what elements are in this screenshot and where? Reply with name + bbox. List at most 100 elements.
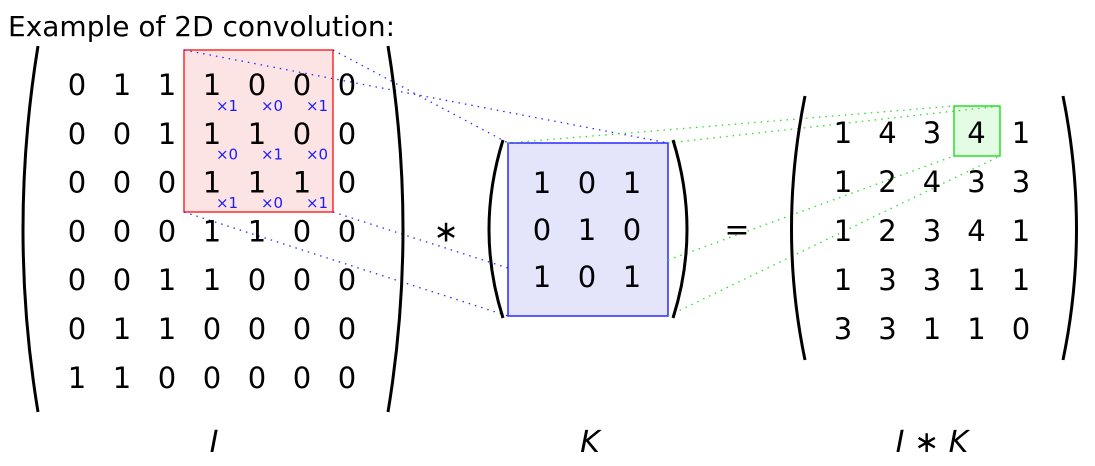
projection-lines-blue xyxy=(183,49,669,317)
multiplier-label: ×1 xyxy=(216,194,238,212)
convolve-operator: ∗ xyxy=(433,215,458,250)
input-cell: 0 xyxy=(68,117,86,151)
kernel-cell: 0 xyxy=(578,260,596,294)
input-cell: 0 xyxy=(293,263,311,297)
output-cell: 3 xyxy=(923,263,941,297)
input-cell: 1 xyxy=(203,166,221,200)
input-cell: 0 xyxy=(338,68,356,102)
input-cell: 0 xyxy=(338,166,356,200)
kernel-cell: 0 xyxy=(533,213,551,247)
input-cell: 0 xyxy=(338,214,356,248)
input-cell: 0 xyxy=(68,214,86,248)
input-cell: 1 xyxy=(203,117,221,151)
output-cell: 3 xyxy=(878,263,896,297)
input-cell: 1 xyxy=(248,214,266,248)
input-cell: 0 xyxy=(113,214,131,248)
output-cell: 3 xyxy=(967,165,985,199)
input-cell: 1 xyxy=(203,214,221,248)
kernel-multipliers: ×1×0×1×0×1×0×1×0×1 xyxy=(216,97,328,212)
input-cell: 1 xyxy=(203,263,221,297)
multiplier-label: ×0 xyxy=(261,194,283,212)
input-matrix-label: I xyxy=(210,425,219,460)
output-cell: 3 xyxy=(923,116,941,150)
output-cell: 1 xyxy=(834,116,852,150)
input-cell: 0 xyxy=(203,312,221,346)
input-cell: 1 xyxy=(203,68,221,102)
output-cell: 1 xyxy=(1012,263,1030,297)
multiplier-label: ×0 xyxy=(306,146,328,164)
kernel-cell: 0 xyxy=(578,166,596,200)
output-cell: 4 xyxy=(923,165,941,199)
input-cell: 0 xyxy=(293,117,311,151)
kernel-label: K xyxy=(580,425,602,460)
input-cell: 1 xyxy=(248,166,266,200)
output-cell: 3 xyxy=(923,214,941,248)
input-cell: 0 xyxy=(113,263,131,297)
kernel-cell: 1 xyxy=(533,260,551,294)
input-window-highlight xyxy=(183,49,334,213)
diagram-title: Example of 2D convolution: xyxy=(8,10,395,43)
multiplier-label: ×1 xyxy=(306,97,328,115)
input-cell: 0 xyxy=(203,361,221,395)
input-cell: 0 xyxy=(293,214,311,248)
kernel-right-paren xyxy=(671,139,689,319)
kernel-left-paren xyxy=(487,139,505,319)
output-cell: 2 xyxy=(878,165,896,199)
output-cell: 0 xyxy=(1012,312,1030,346)
input-cell: 0 xyxy=(68,263,86,297)
kernel-highlight xyxy=(507,142,669,317)
output-cell: 4 xyxy=(967,214,985,248)
kernel-cell: 1 xyxy=(578,213,596,247)
output-cell-highlight xyxy=(953,105,1001,157)
input-cell: 1 xyxy=(68,361,86,395)
input-cell: 1 xyxy=(158,263,176,297)
input-cell: 0 xyxy=(248,68,266,102)
input-cell: 1 xyxy=(158,312,176,346)
output-cell: 1 xyxy=(834,214,852,248)
output-cell: 1 xyxy=(834,165,852,199)
input-cell: 0 xyxy=(248,263,266,297)
input-right-paren xyxy=(386,45,405,413)
input-left-paren xyxy=(21,45,40,413)
multiplier-label: ×1 xyxy=(216,97,238,115)
output-matrix-label: I ∗ K xyxy=(896,425,971,460)
input-cell: 0 xyxy=(113,117,131,151)
input-cell: 0 xyxy=(293,312,311,346)
output-cell: 2 xyxy=(878,214,896,248)
output-cell: 1 xyxy=(1012,214,1030,248)
kernel-cell: 1 xyxy=(623,260,641,294)
output-cell: 4 xyxy=(967,116,985,150)
input-cell: 0 xyxy=(113,166,131,200)
projection-lines-green xyxy=(507,105,1001,317)
equals-operator: = xyxy=(724,213,749,248)
input-cell: 1 xyxy=(113,312,131,346)
input-cell: 0 xyxy=(338,361,356,395)
input-cell: 0 xyxy=(338,117,356,151)
output-cell: 1 xyxy=(923,312,941,346)
output-cell: 1 xyxy=(967,263,985,297)
output-cell: 1 xyxy=(967,312,985,346)
input-cell: 0 xyxy=(338,312,356,346)
input-cell: 0 xyxy=(158,166,176,200)
multiplier-label: ×1 xyxy=(261,146,283,164)
kernel-cell: 0 xyxy=(623,213,641,247)
input-cell: 1 xyxy=(158,117,176,151)
multiplier-label: ×0 xyxy=(261,97,283,115)
kernel-cell: 1 xyxy=(533,166,551,200)
output-right-paren xyxy=(1061,95,1078,361)
output-left-paren xyxy=(790,95,807,361)
input-cell: 0 xyxy=(68,312,86,346)
output-cell: 3 xyxy=(1012,165,1030,199)
input-cell: 0 xyxy=(338,263,356,297)
input-cell: 0 xyxy=(68,68,86,102)
kernel-cell: 1 xyxy=(623,166,641,200)
input-cell: 0 xyxy=(248,312,266,346)
output-cell: 3 xyxy=(878,312,896,346)
input-cell: 1 xyxy=(158,68,176,102)
input-cell: 1 xyxy=(113,361,131,395)
input-cell: 1 xyxy=(293,166,311,200)
output-cell: 1 xyxy=(834,263,852,297)
